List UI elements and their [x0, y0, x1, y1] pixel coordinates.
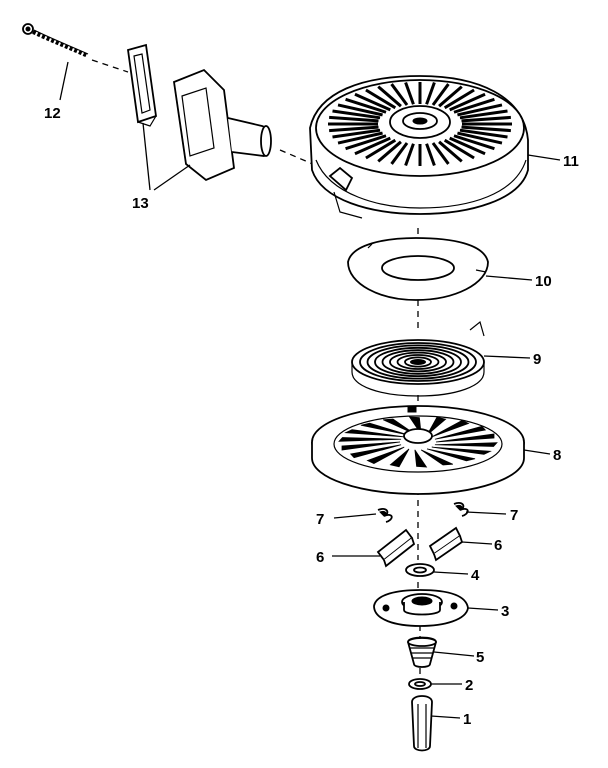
vent-slot: [354, 136, 391, 156]
vent-slot: [443, 88, 475, 110]
callout-labels: 12 13 11 10 9 8 7 7 6 6 4 3 5 2 1: [44, 105, 579, 728]
vent-slot: [438, 85, 463, 108]
spring-coil: [366, 344, 470, 380]
callout-6-right: 6: [494, 537, 502, 554]
callout-2: 2: [465, 677, 473, 694]
part-2-ring: [408, 678, 432, 690]
callout-5: 5: [476, 649, 484, 666]
vent-slot: [449, 92, 486, 112]
pulley-fin: [389, 448, 410, 468]
vent-slot: [459, 128, 508, 139]
vent-slot: [365, 88, 397, 110]
vent-slot: [377, 85, 402, 108]
pulley-fin: [408, 416, 422, 435]
part-4-washer: [405, 563, 435, 577]
part-8-pulley: [311, 405, 525, 495]
part-7-spring-right: [453, 502, 469, 517]
part-10-washer-plate: [347, 237, 489, 301]
spring-coils: [359, 342, 477, 382]
part-5-center-spring: [407, 636, 437, 668]
vent-slot: [449, 136, 486, 156]
spring-coil: [374, 346, 462, 378]
spring-coil: [396, 354, 440, 370]
vent-slot: [461, 115, 511, 123]
part-12-starter-rope: [22, 23, 89, 58]
vent-slot: [329, 125, 379, 133]
pulley-fin: [349, 444, 402, 459]
pulley-fin: [382, 418, 416, 435]
vent-slot: [453, 134, 495, 151]
vent-slot: [365, 138, 397, 160]
vent-slot: [431, 142, 450, 165]
vent-slot: [354, 92, 391, 112]
vent-slot: [337, 131, 383, 145]
vent-slot: [337, 103, 383, 117]
callout-10: 10: [535, 273, 552, 290]
spring-coil: [381, 349, 455, 375]
vent-slot: [329, 115, 379, 123]
vent-slot: [438, 140, 463, 163]
callout-7-left: 7: [316, 511, 324, 528]
callout-13: 13: [132, 195, 149, 212]
vent-slot: [453, 97, 495, 114]
vent-slot: [459, 109, 508, 120]
pulley-fin: [434, 442, 498, 447]
part-1-screw: [411, 695, 433, 752]
part-7-spring-left: [377, 508, 393, 523]
pulley-fin: [360, 422, 410, 436]
vent-slot: [431, 83, 450, 106]
part-13-rope-guide: [127, 43, 272, 182]
vent-slot: [345, 134, 387, 151]
vent-slot: [404, 143, 415, 166]
vent-slot: [345, 97, 387, 114]
part-3-retainer: [373, 589, 469, 627]
vent-slot: [390, 83, 409, 106]
vent-slot: [457, 131, 503, 145]
part-6-pawl-left: [376, 528, 416, 568]
callout-1: 1: [463, 711, 471, 728]
callout-3: 3: [501, 603, 509, 620]
pulley-fin: [435, 433, 495, 443]
vent-slot: [404, 82, 415, 105]
vent-slot: [332, 128, 381, 139]
pulley-fin: [426, 448, 476, 462]
vent-slot: [377, 140, 402, 163]
vent-slot: [425, 82, 436, 105]
pulley-fin: [338, 437, 402, 442]
spring-coil: [389, 351, 447, 373]
vent-slot: [425, 143, 436, 166]
callout-4: 4: [471, 567, 480, 584]
pulley-fin: [414, 449, 428, 468]
callout-7-right: 7: [510, 507, 518, 524]
callout-6-left: 6: [316, 549, 324, 566]
pulley-fin: [420, 449, 454, 466]
vent-slot: [390, 142, 409, 165]
leader-lines: [59, 61, 561, 719]
part-9-recoil-spring: [351, 320, 485, 397]
pulley-fin: [366, 446, 405, 465]
housing-vents: [328, 82, 512, 166]
vent-slot: [332, 109, 381, 120]
spring-coil: [359, 342, 477, 382]
callout-12: 12: [44, 105, 61, 122]
pulley-fin: [434, 425, 487, 440]
pulley-fin: [344, 429, 405, 438]
part-6-pawl-right: [428, 526, 464, 562]
pulley-fin: [431, 446, 492, 455]
pulley-fin: [341, 441, 401, 451]
callout-11: 11: [563, 153, 579, 170]
spring-coil: [404, 356, 432, 368]
vent-slot: [457, 103, 503, 117]
vent-slot: [461, 125, 511, 133]
callout-8: 8: [553, 447, 561, 464]
spring-hub: [410, 359, 426, 365]
vent-slot: [443, 138, 475, 160]
pulley-fin: [431, 419, 470, 438]
pulley-fin: [426, 416, 447, 436]
pulley-fins: [338, 416, 498, 468]
part-11-starter-housing: [309, 75, 529, 219]
callout-9: 9: [533, 351, 541, 368]
